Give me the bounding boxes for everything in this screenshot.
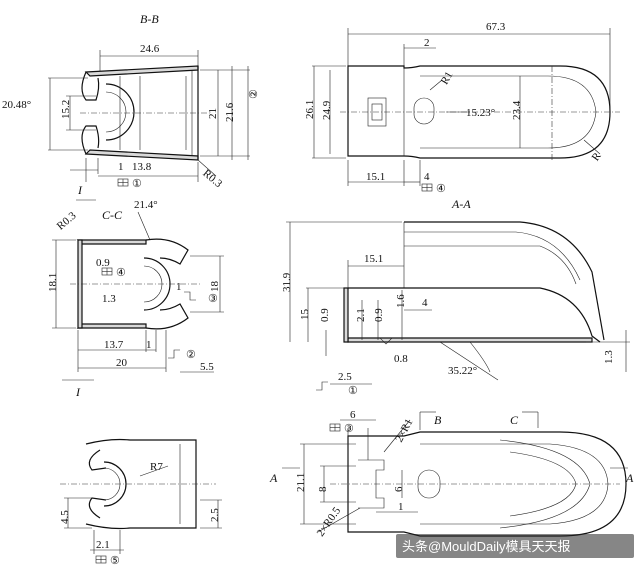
symbol-bb-2: ②	[248, 89, 260, 99]
dim-br-6: 6	[350, 409, 356, 421]
dim-cc-5-5: 5.5	[200, 361, 214, 373]
dim-cc-18: 18	[209, 281, 221, 293]
dim-cc-1b: 1	[146, 339, 152, 351]
label-a-left: A	[269, 471, 278, 485]
dim-br-1: 1	[398, 501, 404, 513]
view-bottom-left: R7 4.5 2.5 2.1 ⑤	[59, 438, 222, 567]
dim-bl-2-5: 2.5	[209, 508, 221, 522]
dim-br-8: 8	[317, 486, 329, 492]
label-a-right: A	[625, 471, 634, 485]
dim-top-r: R	[590, 150, 604, 163]
dim-cc-angle: 21.4°	[134, 199, 158, 211]
watermark: 头条@MouldDaily模具天天报	[396, 534, 634, 558]
dim-bb-width: 24.6	[140, 43, 160, 55]
dim-bb-13-8: 13.8	[132, 161, 152, 173]
dim-br-21-1: 21.1	[295, 473, 307, 492]
dim-aa-1-3: 1.3	[603, 350, 615, 364]
view-bb: B-B 24.6 20.48° 15.2 21 21.6	[2, 12, 260, 190]
symbol-cc-3: ③	[208, 293, 218, 305]
symbol-top-4: ④	[436, 183, 446, 195]
view-aa: A-A 31.9 15 0.9 15.1 2.1 0.9 1.6 4 0.8 3	[281, 197, 630, 397]
dim-cc-1-3: 1.3	[102, 293, 116, 305]
symbol-aa-1: ①	[348, 385, 358, 397]
dim-aa-0-8: 0.8	[394, 353, 408, 365]
dim-aa-2-1: 2.1	[355, 308, 367, 322]
view-bb-title: B-B	[140, 12, 159, 26]
label-c: C	[510, 413, 519, 427]
dim-top-67-3: 67.3	[486, 21, 506, 33]
view-top: 67.3 2 R1 26.1 24.9 15.23° 23.4 R	[304, 21, 620, 195]
symbol-bl-5: ⑤	[110, 555, 120, 567]
dim-top-23-4: 23.4	[511, 100, 523, 120]
dim-bl-4-5: 4.5	[59, 510, 71, 524]
section-mark-top: I	[77, 183, 83, 197]
dim-cc-0-9: 0.9	[96, 257, 110, 269]
dim-aa-4: 4	[422, 297, 428, 309]
dim-top-r1: R1	[439, 70, 456, 87]
dim-aa-15: 15	[299, 309, 311, 321]
symbol-br-3: ③	[344, 423, 354, 435]
dim-bb-21: 21	[207, 108, 219, 119]
dim-top-2: 2	[424, 37, 430, 49]
dim-bb-r0-3: R0.3	[200, 167, 224, 190]
dim-cc-1: 1	[176, 281, 182, 293]
dim-bl-r7: R7	[150, 461, 163, 473]
dim-top-24-9: 24.9	[321, 100, 333, 120]
section-mark-bottom: I	[75, 385, 81, 399]
dim-br-2r0-5: 2×R0.5	[315, 505, 344, 539]
dim-aa-15-1: 15.1	[364, 253, 383, 265]
label-b: B	[434, 413, 442, 427]
dim-top-4: 4	[424, 171, 430, 183]
dim-aa-31-9: 31.9	[281, 272, 293, 292]
watermark-text: 头条@MouldDaily模具天天报	[402, 539, 571, 554]
view-bottom-right: B C A A 6 ③ 2×R1 21.1 8	[269, 409, 634, 539]
dim-cc-20: 20	[116, 357, 128, 369]
dim-bb-1: 1	[118, 161, 124, 173]
dim-cc-13-7: 13.7	[104, 339, 124, 351]
symbol-bb-1: ①	[132, 178, 142, 190]
dim-bb-21-6: 21.6	[224, 102, 236, 122]
dim-br-6b: 6	[393, 486, 405, 492]
dim-top-15-1: 15.1	[366, 171, 385, 183]
view-cc: I C-C R0.3 21.4° 0.9 ④ 18.1 1.3 1 18 ③	[47, 183, 224, 399]
dim-bl-2-1: 2.1	[96, 539, 110, 551]
dim-bb-15-2: 15.2	[60, 100, 72, 119]
dim-aa-1-6: 1.6	[395, 294, 407, 308]
symbol-cc-4: ④	[116, 267, 126, 279]
view-aa-title: A-A	[451, 197, 471, 211]
dim-cc-18-1: 18.1	[47, 273, 59, 292]
dim-aa-2-5: 2.5	[338, 371, 352, 383]
dim-br-2r1: 2×R1	[393, 417, 415, 444]
dim-top-angle: 15.23°	[466, 107, 495, 119]
dim-aa-0-9: 0.9	[319, 308, 331, 322]
dim-cc-r0-3: R0.3	[55, 209, 79, 232]
symbol-cc-2: ②	[186, 349, 196, 361]
view-cc-title: C-C	[102, 208, 123, 222]
dim-aa-0-9b: 0.9	[373, 308, 385, 322]
dim-top-26-1: 26.1	[304, 100, 316, 119]
dim-aa-angle: 35.22°	[448, 365, 477, 377]
dim-bb-angle: 20.48°	[2, 99, 31, 111]
